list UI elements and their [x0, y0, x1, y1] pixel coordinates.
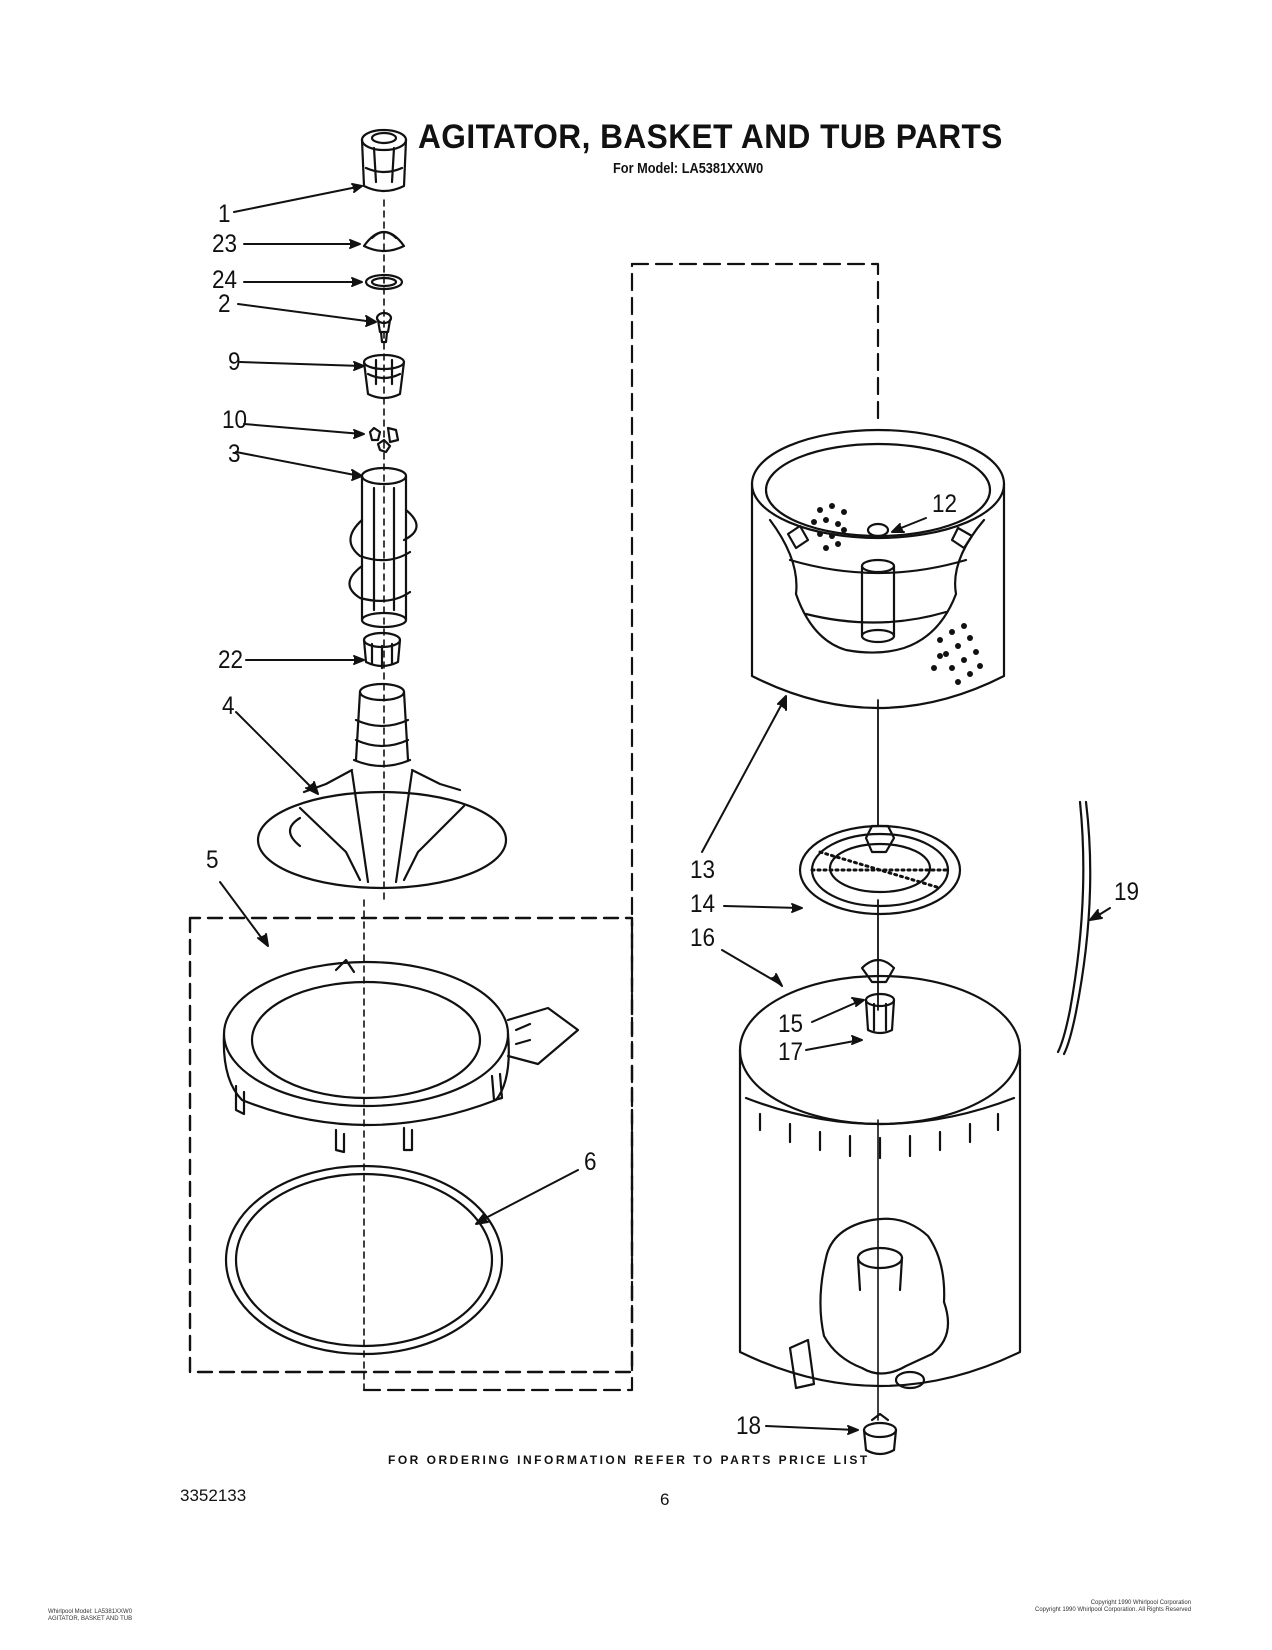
part-18-plug [862, 1412, 898, 1456]
fine-print-right: Copyright 1990 Whirlpool Corporation Cop… [1035, 1600, 1191, 1614]
callout-5: 5 [206, 846, 219, 874]
model-subtitle: For Model: LA5381XXW0 [613, 160, 764, 177]
part-10-dogs [368, 426, 400, 454]
callout-18: 18 [736, 1412, 762, 1440]
fine-print-left-line-2: AGITATOR, BASKET AND TUB [48, 1616, 133, 1622]
callout-3: 3 [228, 440, 241, 468]
part-15-clip [860, 958, 896, 984]
part-1-agitator-cap [360, 128, 408, 193]
callout-14: 14 [690, 890, 716, 918]
part-19-hose [1056, 800, 1092, 1056]
part-22-bearing [362, 631, 402, 670]
callout-15: 15 [778, 1010, 804, 1038]
document-number: 3352133 [180, 1486, 247, 1505]
part-4-agitator [256, 682, 508, 890]
part-3-auger [348, 466, 418, 629]
part-6-gasket [224, 1164, 504, 1356]
callout-6: 6 [584, 1148, 597, 1176]
callout-17: 17 [778, 1038, 804, 1066]
callout-16: 16 [690, 924, 716, 952]
part-16-outer-tub [738, 974, 1022, 1390]
fine-print-right-line-2: Copyright 1990 Whirlpool Corporation. Al… [1035, 1607, 1192, 1613]
callout-4: 4 [222, 692, 235, 720]
page-number: 6 [660, 1490, 670, 1509]
callout-10: 10 [222, 406, 248, 434]
part-14-hub [798, 824, 962, 916]
page-title: AGITATOR, BASKET AND TUB PARTS [418, 118, 1003, 156]
fine-print-right-line-1: Copyright 1990 Whirlpool Corporation [1090, 1600, 1192, 1606]
part-23-seal [362, 230, 406, 253]
fine-print-left-line-1: Whirlpool Model: LA5381XXW0 [48, 1609, 133, 1615]
fine-print-left: Whirlpool Model: LA5381XXW0 AGITATOR, BA… [48, 1609, 132, 1623]
part-5-tub-ring [222, 958, 580, 1154]
callout-12: 12 [932, 490, 958, 518]
ordering-info-note: FOR ORDERING INFORMATION REFER TO PARTS … [388, 1453, 870, 1467]
callout-24: 24 [212, 266, 238, 294]
part-17-nut [864, 992, 896, 1035]
callout-23: 23 [212, 230, 238, 258]
callout-9: 9 [228, 348, 241, 376]
callout-19: 19 [1114, 878, 1140, 906]
callout-22: 22 [218, 646, 244, 674]
callout-13: 13 [690, 856, 716, 884]
callout-2: 2 [218, 290, 231, 318]
part-13-basket [750, 428, 1006, 709]
callout-1: 1 [218, 200, 231, 228]
